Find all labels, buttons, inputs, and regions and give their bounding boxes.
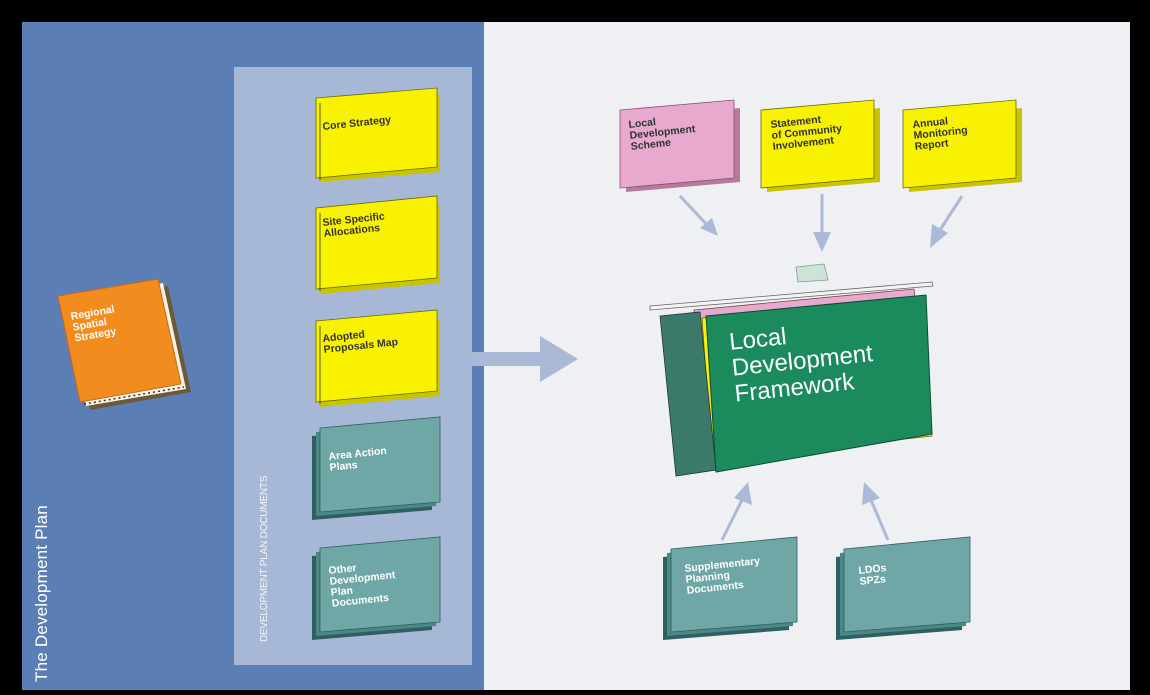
local-development-framework-file [649,263,934,477]
arrow-from-amr [930,195,964,248]
core-strategy-folder [315,87,440,182]
local-development-scheme-folder [619,99,740,192]
local-development-framework-label: Local Development Framework [727,323,875,408]
arrow-from-lds [678,194,718,236]
site-specific-allocations-folder [315,195,440,294]
arrow-to-framework [470,336,578,382]
other-development-plan-documents-label: Other Development Plan Documents [327,562,396,610]
annual-monitoring-report-label: Annual Monitoring Report [911,115,969,153]
local-development-scheme-label: Local Development Scheme [627,116,696,153]
annual-monitoring-report-folder [902,99,1022,192]
area-action-plans-folder [312,416,441,520]
arrow-from-ldo [862,482,890,541]
supplementary-planning-documents-folder [663,536,798,640]
arrow-from-spd [720,482,752,541]
ldos-spzs-label: LDOs SPZs [857,562,888,588]
statement-of-community-involvement-folder [760,99,880,192]
regional-spatial-strategy-book [57,278,191,410]
ldos-spzs-folder [836,536,971,640]
other-development-plan-documents-folder [312,536,441,640]
arrow-from-sci [813,194,831,252]
adopted-proposals-map-folder [315,309,440,407]
